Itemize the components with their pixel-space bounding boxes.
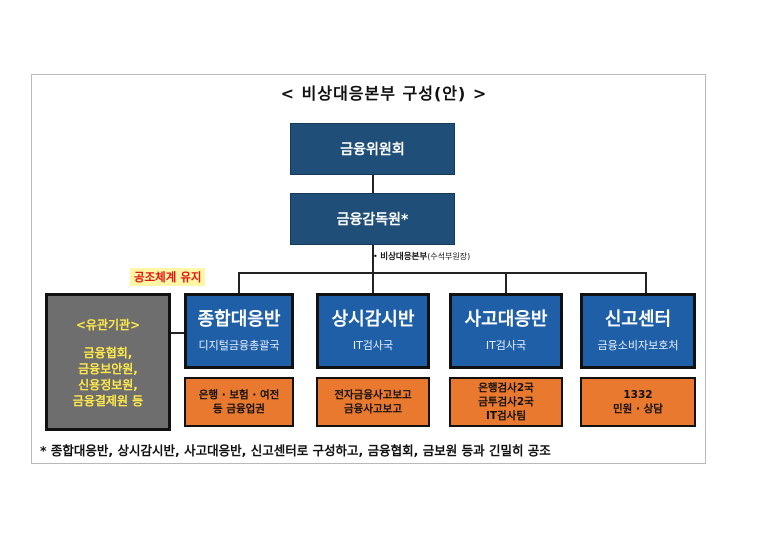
connector-fsc-fss xyxy=(372,175,374,193)
related-body: 금융협회, 금융보안원, 신용정보원, 금융결제원 등 xyxy=(72,345,144,408)
footnote: * 종합대응반, 상시감시반, 사고대응반, 신고센터로 구성하고, 금융협회,… xyxy=(40,443,551,458)
unit-detail-text-2: 전자금융사고보고 금융사고보고 xyxy=(334,389,412,415)
unit-detail-4: 1332 민원 · 상담 xyxy=(580,377,696,427)
hq-name: 비상대응본부 xyxy=(380,252,428,262)
connector-related xyxy=(171,332,184,334)
connector-bus xyxy=(238,272,647,274)
coop-label: 공조체계 유지 xyxy=(130,268,206,286)
connector-drop-1 xyxy=(238,272,240,293)
unit-sub-3: IT검사국 xyxy=(485,339,527,352)
diagram-title: < 비상대응본부 구성(안) > xyxy=(280,84,488,103)
unit-box-2: 상시감시반 IT검사국 xyxy=(316,293,430,369)
unit-name-1: 종합대응반 xyxy=(197,309,281,330)
unit-sub-1: 디지털금융총괄국 xyxy=(198,339,280,352)
fss-box: 금융감독원* xyxy=(290,193,455,245)
unit-name-3: 사고대응반 xyxy=(464,309,548,330)
connector-drop-2 xyxy=(372,272,374,293)
fss-label: 금융감독원* xyxy=(336,212,409,228)
connector-drop-3 xyxy=(505,272,507,293)
unit-sub-4: 금융소비자보호처 xyxy=(597,339,679,352)
hq-note: (수석부원장) xyxy=(427,252,471,261)
unit-detail-text-4: 1332 민원 · 상담 xyxy=(613,389,663,415)
unit-sub-2: IT검사국 xyxy=(352,339,394,352)
hq-label: • 비상대응본부(수석부원장) xyxy=(373,252,471,262)
unit-detail-text-1: 은행 · 보험 · 여전 등 금융업권 xyxy=(198,389,280,415)
unit-detail-1: 은행 · 보험 · 여전 등 금융업권 xyxy=(184,377,294,427)
unit-detail-2: 전자금융사고보고 금융사고보고 xyxy=(316,377,430,427)
unit-detail-text-3: 은행검사2국 금투검사2국 IT검사팀 xyxy=(478,382,534,422)
related-agencies-box: <유관기관> 금융협회, 금융보안원, 신용정보원, 금융결제원 등 xyxy=(45,293,171,431)
related-head: <유관기관> xyxy=(75,317,141,332)
unit-box-1: 종합대응반 디지털금융총괄국 xyxy=(184,293,294,369)
connector-trunk xyxy=(372,245,374,273)
connector-drop-4 xyxy=(645,272,647,293)
unit-name-4: 신고센터 xyxy=(604,309,672,330)
fsc-label: 금융위원회 xyxy=(340,142,405,158)
unit-box-4: 신고센터 금융소비자보호처 xyxy=(580,293,696,369)
fsc-box: 금융위원회 xyxy=(290,123,455,175)
unit-detail-3: 은행검사2국 금투검사2국 IT검사팀 xyxy=(449,377,563,427)
unit-name-2: 상시감시반 xyxy=(331,309,415,330)
unit-box-3: 사고대응반 IT검사국 xyxy=(449,293,563,369)
